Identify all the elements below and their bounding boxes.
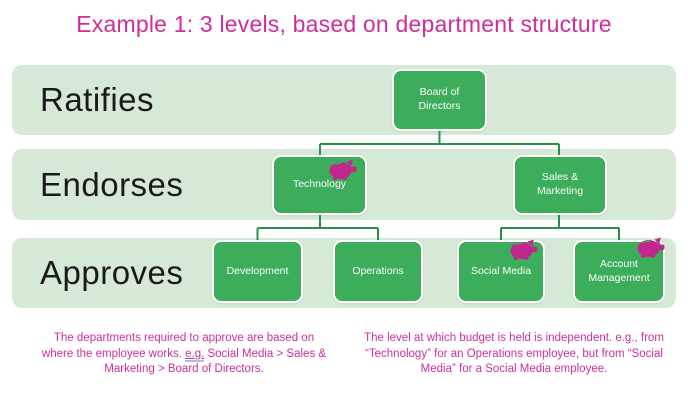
org-node-sales-marketing: Sales & Marketing: [513, 155, 607, 215]
note-approval-path: The departments required to approve are …: [38, 331, 330, 378]
piggy-bank-icon: [329, 159, 357, 180]
note-text: The departments required to approve are …: [41, 332, 315, 360]
note-eg-underlined: e.g.: [185, 347, 205, 362]
org-node-label: Social Media: [470, 264, 532, 277]
org-node-label: Board of Directors: [418, 86, 461, 112]
org-node-development: Development: [212, 240, 303, 303]
org-node-technology: Technology: [272, 155, 367, 215]
piggy-bank-icon: [637, 237, 665, 258]
slide-title: Example 1: 3 levels, based on department…: [76, 11, 612, 37]
note-text: Social Media > Sales & Marketing > Board…: [104, 347, 327, 376]
level-label-ratifies: Ratifies: [40, 81, 155, 118]
org-node-social-media: Social Media: [457, 239, 545, 303]
org-node-label: Account Management: [588, 257, 650, 284]
org-node-label: Development: [226, 264, 289, 277]
level-label-approves: Approves: [40, 254, 184, 291]
org-node-label: Operations: [352, 264, 404, 277]
org-node-label: Technology: [292, 178, 347, 191]
org-node-operations: Operations: [333, 240, 423, 303]
org-node-label: Sales & Marketing: [536, 171, 584, 197]
org-node-account-management: Account Management: [573, 237, 665, 303]
org-node-board-of-directors: Board of Directors: [392, 69, 487, 131]
piggy-bank-icon: [510, 239, 538, 260]
level-label-endorses: Endorses: [40, 165, 184, 203]
level-band-ratifies: Ratifies: [12, 65, 676, 135]
note-budget-holder: The level at which budget is held is ind…: [364, 332, 664, 375]
